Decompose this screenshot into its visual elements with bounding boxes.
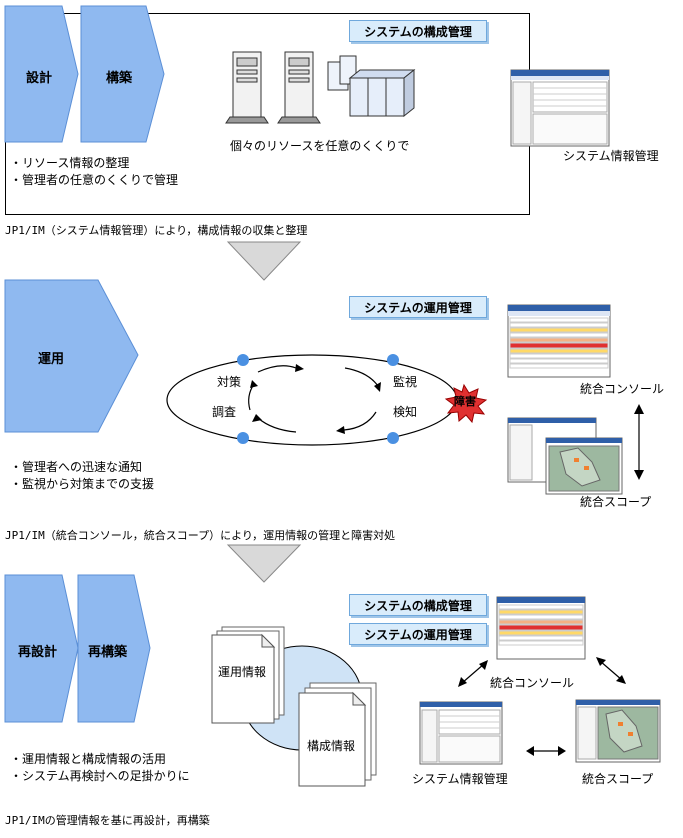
step-operation-label: 運用 [38, 352, 65, 367]
arrow-console-scope [596, 657, 626, 684]
operation-management-title-2: システムの運用管理 [349, 623, 487, 645]
cycle-node-top-right [387, 354, 399, 366]
cycle-arrow-right-top [344, 367, 379, 387]
step-design-label: 設計 [26, 71, 53, 86]
integrated-scope-label-2: 統合スコープ [582, 772, 654, 786]
rebuild-chevron [77, 574, 151, 723]
operation-cycle-ellipse [166, 354, 458, 446]
server-icon-2 [277, 51, 321, 124]
cycle-node-bottom-left [237, 432, 249, 444]
storage-icon [327, 55, 416, 118]
step-redesign-label: 再設計 [18, 645, 58, 660]
system-info-screen-label-2: システム情報管理 [412, 772, 508, 786]
config-management-title-2: システムの構成管理 [349, 594, 487, 616]
section2-bullet-2: ・監視から対策までの支援 [10, 477, 155, 491]
config-info-docs [298, 682, 377, 787]
server-icon-1 [225, 51, 269, 124]
section3-caption: JP1/IMの管理情報を基に再設計，再構築 [5, 814, 210, 827]
config-management-title: システムの構成管理 [349, 20, 487, 42]
section1-caption: JP1/IM（システム情報管理）により，構成情報の収集と整理 [5, 224, 308, 237]
step-rebuild-label: 再構築 [88, 645, 128, 660]
cycle-node-bottom-right [387, 432, 399, 444]
cycle-arrow-bottom [257, 417, 297, 433]
section3-bullet-2: ・システム再検討への足掛かりに [10, 769, 190, 783]
integrated-console-label: 統合コンソール [580, 382, 665, 396]
integrated-console-thumbnail-2 [496, 596, 586, 660]
arrow-sysinfo-scope [526, 746, 566, 756]
build-chevron [80, 5, 165, 143]
integrated-scope-thumbnail-2 [575, 699, 661, 763]
operation-chevron [4, 279, 139, 433]
system-info-screen-thumbnail [510, 69, 610, 147]
cycle-arrow-left [248, 383, 255, 411]
operation-management-title: システムの運用管理 [349, 296, 487, 318]
console-scope-link-arrow [634, 404, 644, 480]
down-arrow-1 [226, 241, 302, 281]
section1-bullet-2: ・管理者の任意のくくりで管理 [10, 173, 179, 187]
step-build-label: 構築 [106, 71, 133, 86]
cycle-monitor: 監視 [393, 375, 418, 389]
cycle-arrow-top [257, 365, 297, 373]
integrated-scope-label: 統合スコープ [580, 495, 652, 509]
section1-bullet-1: ・リソース情報の整理 [10, 156, 130, 170]
config-info-doc-label: 構成情報 [307, 739, 356, 753]
down-arrow-2 [226, 544, 302, 583]
system-info-screen-thumbnail-2 [419, 701, 503, 765]
redesign-chevron [4, 574, 79, 723]
cycle-detect: 検知 [393, 405, 418, 419]
section2-bullet-1: ・管理者への迅速な通知 [10, 460, 143, 474]
resource-caption: 個々のリソースを任意のくくりで [230, 139, 410, 153]
section2-caption: JP1/IM（統合コンソール，統合スコープ）により，運用情報の管理と障害対処 [5, 529, 396, 542]
fault-alert-burst [444, 383, 488, 424]
operation-info-doc-label: 運用情報 [218, 665, 267, 679]
integrated-console-thumbnail [507, 304, 611, 378]
integrated-console-label-2: 統合コンソール [490, 676, 575, 690]
cycle-countermeasure: 対策 [217, 375, 242, 389]
section3-bullet-1: ・運用情報と構成情報の活用 [10, 752, 167, 766]
fault-alert-label: 障害 [454, 395, 476, 408]
system-info-screen-label: システム情報管理 [563, 149, 659, 163]
integrated-scope-thumbnail [507, 417, 623, 495]
cycle-node-top-left [237, 354, 249, 366]
cycle-investigate: 調査 [212, 405, 237, 419]
design-chevron [4, 5, 79, 143]
cycle-arrow-right-bottom [343, 411, 377, 431]
operation-info-docs [211, 626, 285, 724]
arrow-console-sysinfo [458, 660, 488, 687]
